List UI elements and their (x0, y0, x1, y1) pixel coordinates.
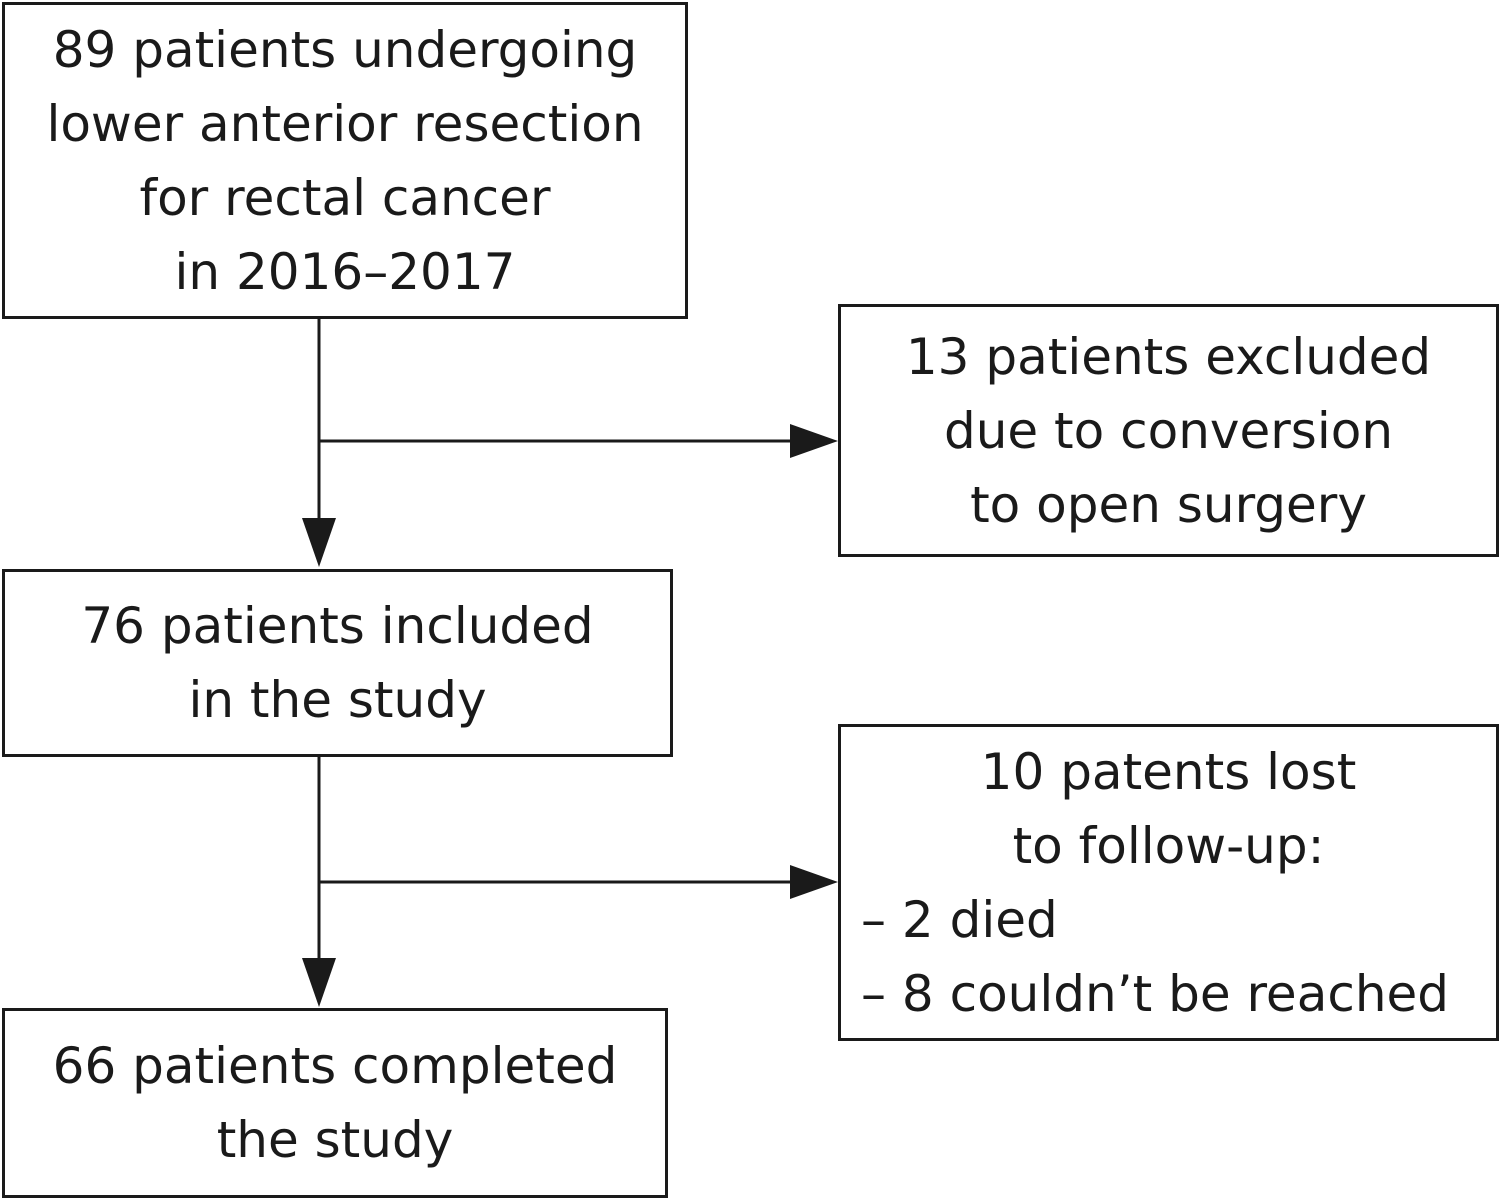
box-line: 76 patients included (81, 597, 594, 655)
box-line: the study (216, 1111, 454, 1169)
box-line: in 2016–2017 (174, 242, 516, 301)
completed-patients-box: 66 patients completed the study (2, 1008, 668, 1198)
excluded-patients-box: 13 patients excluded due to conversion t… (838, 304, 1499, 557)
list-item: – 8 couldn’t be reached (861, 964, 1450, 1023)
box-line: in the study (188, 671, 487, 729)
arrowhead-right-2 (790, 865, 838, 899)
box-line: to follow-up: (1012, 816, 1325, 875)
included-patients-box: 76 patients included in the study (2, 569, 673, 757)
box-line: to open surgery (970, 475, 1367, 534)
arrowhead-right-1 (790, 424, 838, 458)
arrowhead-down-1 (302, 518, 336, 567)
box-line: 10 patents lost (980, 742, 1357, 801)
initial-patients-box: 89 patients undergoing lower anterior re… (2, 2, 688, 319)
box-line: 13 patients excluded (905, 327, 1432, 386)
box-line: 66 patients completed (52, 1037, 618, 1095)
box-line: for rectal cancer (139, 168, 551, 227)
box-line: 89 patients undergoing (52, 20, 638, 79)
lost-to-followup-box: 10 patents lost to follow-up: – 2 died –… (838, 724, 1499, 1041)
box-line: lower anterior resection (46, 94, 644, 153)
arrowhead-down-2 (302, 958, 336, 1007)
list-item: – 2 died (861, 890, 1058, 949)
box-line: due to conversion (943, 401, 1394, 460)
